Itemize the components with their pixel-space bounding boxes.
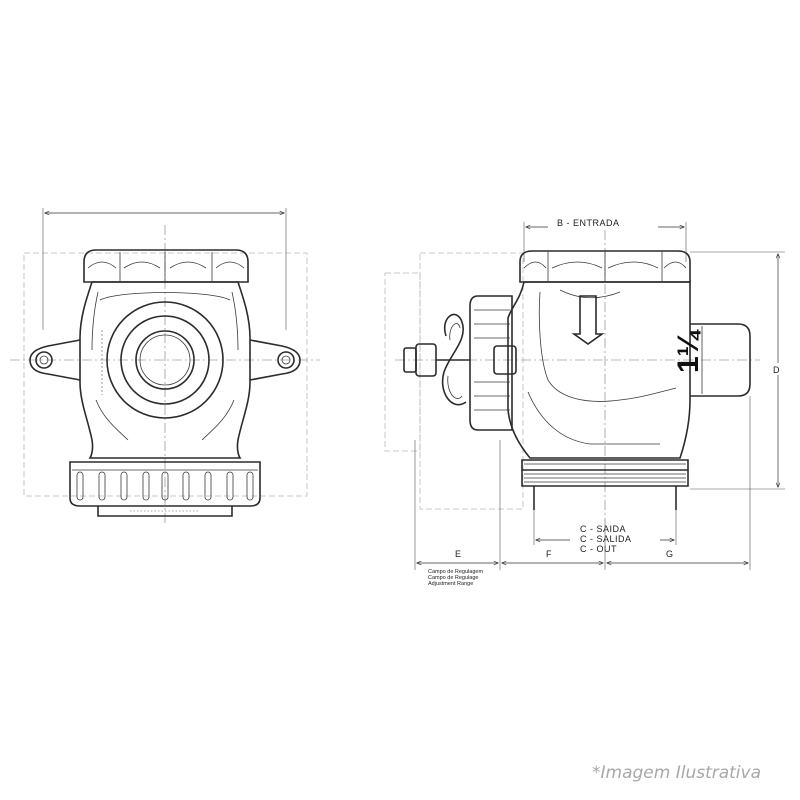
side-right-port (690, 323, 751, 397)
dim-e-label: E (455, 549, 462, 559)
side-regulator-flange (469, 295, 513, 431)
front-port-outer (106, 301, 224, 419)
front-envelope (23, 252, 308, 497)
adjustment-range-es: Campo de Regulage (428, 575, 478, 581)
side-inlet-hex (519, 250, 691, 283)
front-right-ear (249, 339, 301, 381)
dim-c-label-3: C - OUT (580, 544, 617, 554)
flow-arrow (571, 295, 605, 345)
dim-c-label-2: C - SALIDA (580, 534, 632, 544)
front-left-ear (29, 339, 81, 381)
front-outlet-nut (69, 461, 261, 507)
illustrative-image-note: *Imagem Ilustrativa (592, 763, 761, 783)
side-outlet-thread (521, 459, 689, 510)
front-body (79, 281, 251, 459)
front-port-inner (135, 330, 195, 390)
dim-b-label: B - ENTRADA (557, 218, 620, 228)
size-marking: 1¼ (672, 328, 705, 373)
dim-f-label: F (546, 549, 552, 559)
side-envelope-mid (419, 252, 524, 510)
side-body (507, 281, 691, 459)
front-inlet-hex (83, 249, 249, 283)
dim-c-label-1: C - SAIDA (580, 524, 626, 534)
side-envelope-left (384, 272, 421, 452)
front-port-mid (120, 315, 210, 405)
adjustment-range-en: Adjustment Range (428, 581, 473, 587)
front-outlet-lip (97, 506, 233, 517)
side-view: 1¼ (384, 216, 785, 587)
dim-d-label: D (773, 365, 780, 375)
side-regulator-plug (493, 345, 517, 375)
front-view (10, 208, 320, 525)
adjustment-range-pt: Campo de Regulagem (428, 569, 483, 575)
spring-handle (441, 313, 467, 406)
dim-g-label: G (666, 549, 674, 559)
